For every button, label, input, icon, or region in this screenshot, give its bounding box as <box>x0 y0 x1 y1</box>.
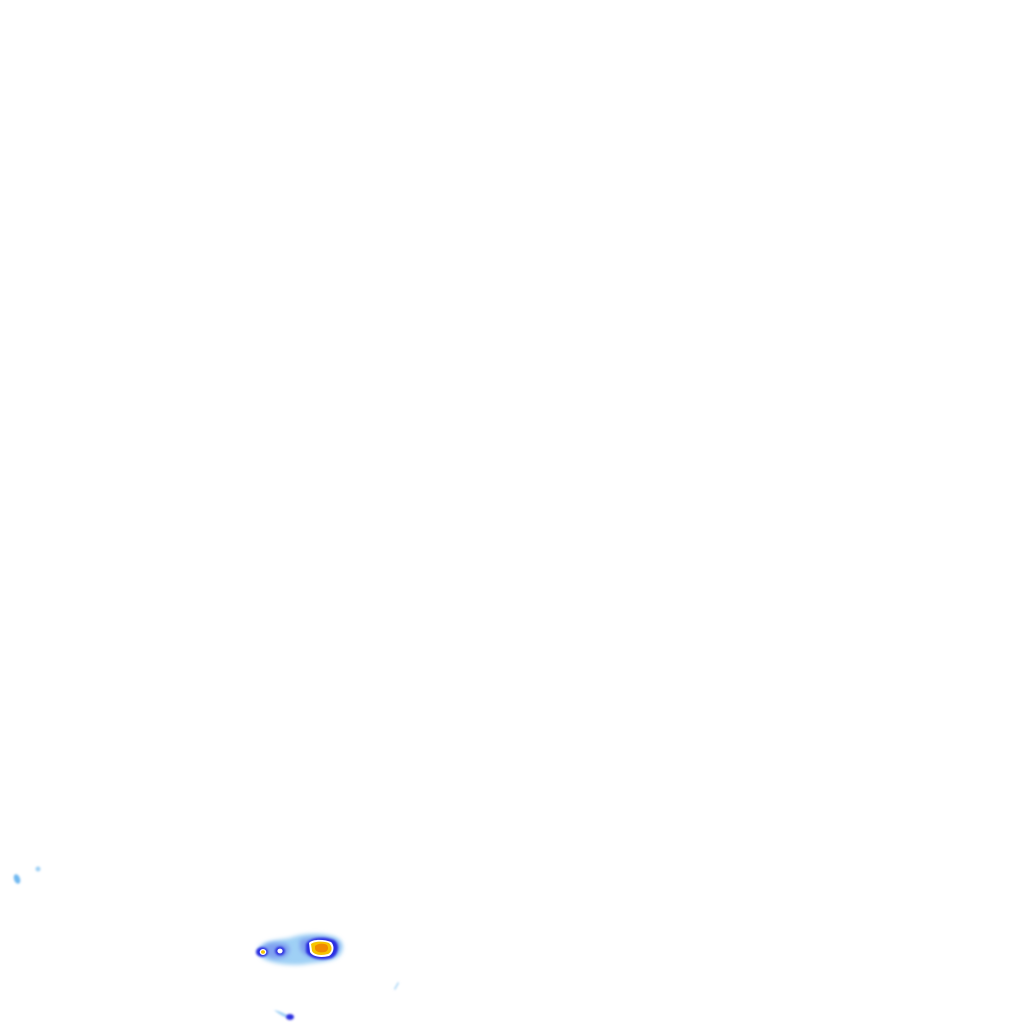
small-echo-south <box>274 1010 294 1020</box>
small-echo-west <box>13 874 21 884</box>
small-echo-east-streak <box>394 982 399 990</box>
small-echo-west-2 <box>35 866 41 872</box>
main-storm-cell <box>256 933 343 965</box>
